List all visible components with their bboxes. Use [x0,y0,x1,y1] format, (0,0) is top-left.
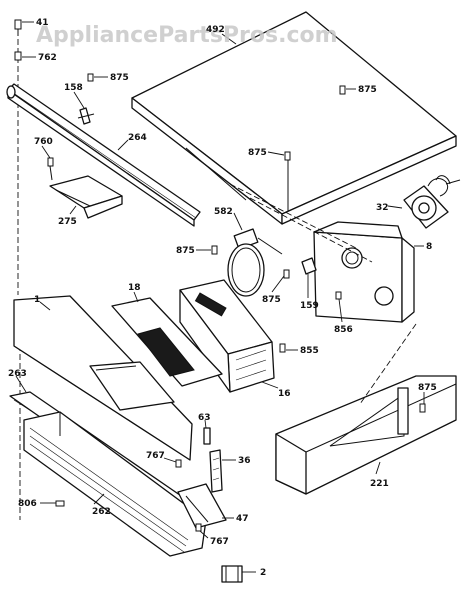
part-2 [221,565,243,583]
callout-875-shield: 875 [418,383,437,393]
bracket-63 [203,427,211,445]
guide-dash-2 [249,197,373,263]
leader-492 [221,33,237,45]
callout-263: 263 [8,369,27,379]
callout-875-left: 875 [176,246,195,256]
callout-32: 32 [376,203,389,213]
callout-582: 582 [214,207,233,217]
screw-767-lower [195,523,202,532]
fan-motor-32 [403,175,461,229]
screw-806 [55,500,65,507]
screw-41 [14,19,22,36]
callout-18: 18 [128,283,141,293]
callout-1: 1 [34,295,40,305]
callout-806: 806 [18,499,37,509]
callout-760: 760 [34,137,53,147]
callout-159: 159 [300,301,319,311]
leader-18 [133,291,139,303]
screw-875-top [87,73,94,82]
callout-221: 221 [370,479,389,489]
callout-16: 16 [278,389,291,399]
screw-767-upper [175,459,182,468]
leader-264 [117,139,129,151]
leader-221 [375,461,381,475]
guide-dash-1 [229,183,357,249]
strip-36 [209,449,223,493]
leader-63 [204,419,207,429]
callout-275: 275 [58,217,77,227]
screw-875-cover [339,85,346,95]
leader-32 [387,205,403,209]
leader-582 [233,212,243,231]
leader-767-lower [199,530,209,539]
callout-762: 762 [38,53,57,63]
screw-875-shield [419,403,426,413]
front-panel-1 [13,295,193,461]
callout-262: 262 [92,507,111,517]
leader-767-upper [163,457,177,463]
leader-275 [69,205,77,215]
leader-263 [15,375,27,393]
guide-dash-3 [359,323,417,405]
callout-855: 855 [300,346,319,356]
leader-875-right [271,275,285,293]
callout-36: 36 [238,456,251,466]
callout-47: 47 [236,514,249,524]
leader-262 [93,493,105,505]
callout-492: 492 [206,25,225,35]
leader-158 [73,91,85,109]
callout-875-mid: 875 [248,148,267,158]
callout-41: 41 [36,18,49,28]
callout-2: 2 [260,568,266,578]
top-cover-492 [131,11,457,225]
screw-760 [47,157,54,181]
control-board-16 [179,279,275,393]
callout-264: 264 [128,133,147,143]
callout-875-top: 875 [110,73,129,83]
callout-856: 856 [334,325,353,335]
rail-264 [6,83,201,227]
screw-762 [14,51,22,61]
screw-855 [279,343,286,353]
back-panel-8 [313,221,415,323]
sensor-582 [227,228,283,297]
callout-767-lower: 767 [210,537,229,547]
screw-875-right [283,269,290,279]
callout-158: 158 [64,83,83,93]
clip-159 [301,257,317,275]
leader-760 [41,145,51,159]
bracket-275 [49,175,123,219]
leader-16 [261,381,279,389]
screw-856 [335,291,342,300]
leader-856 [338,298,343,323]
callout-875-right: 875 [262,295,281,305]
clip-158 [77,107,95,125]
leader-875-mid [267,151,285,156]
strip-47 [177,483,227,529]
lower-rail-262 [23,411,207,557]
screw-875-mid [284,151,291,212]
bottom-shield-221 [275,375,457,495]
callout-8: 8 [426,242,432,252]
callout-875-cover: 875 [358,85,377,95]
watermark-text: AppliancePartsPros.com [36,23,338,48]
leader-1 [39,301,51,311]
screw-875-left [211,245,218,255]
callout-767-upper: 767 [146,451,165,461]
callout-63: 63 [198,413,211,423]
